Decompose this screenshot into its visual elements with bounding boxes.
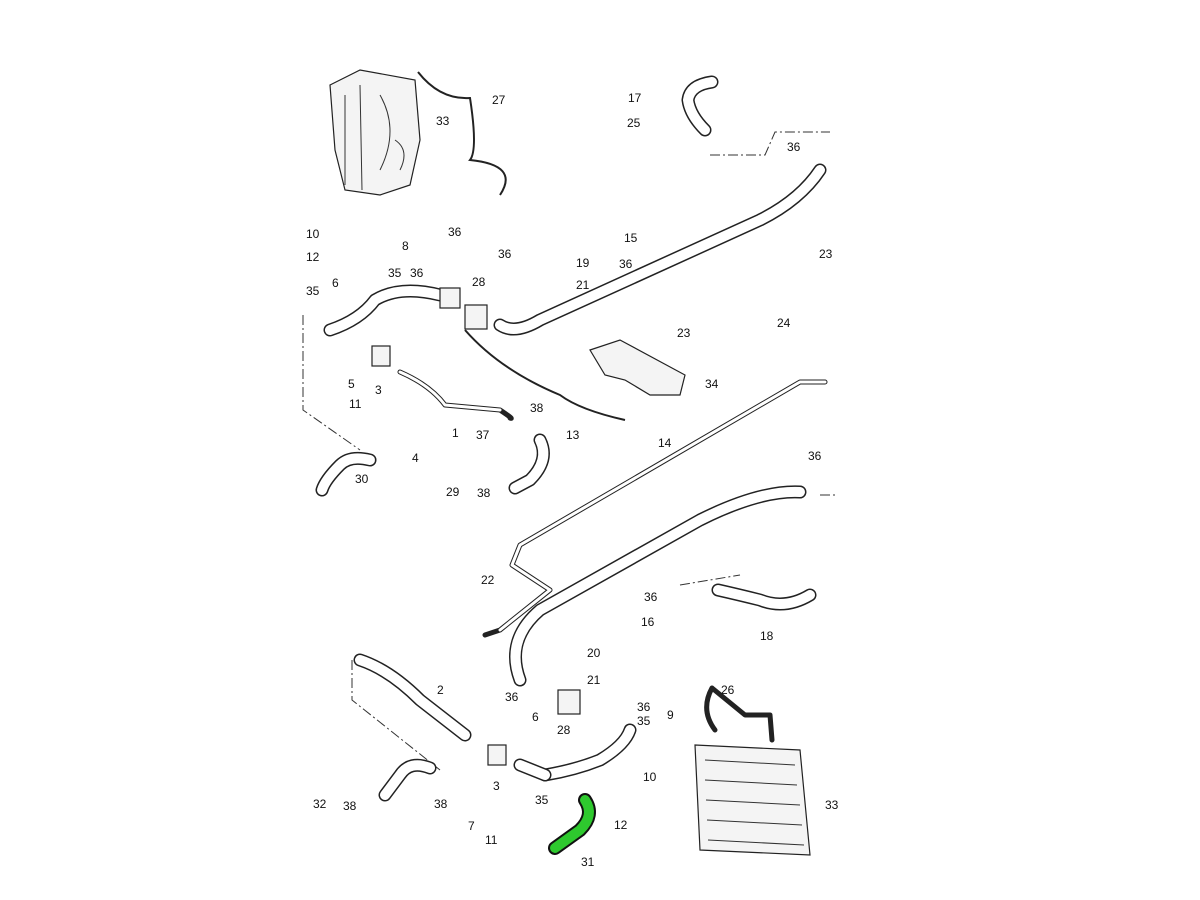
callout-21[interactable]: 21	[587, 673, 601, 687]
callout-23[interactable]: 23	[677, 326, 691, 340]
callout-36[interactable]: 36	[448, 225, 462, 239]
callout-27[interactable]: 27	[492, 93, 506, 107]
callout-30[interactable]: 30	[355, 472, 369, 486]
pipe-15	[493, 163, 827, 336]
callout-2[interactable]: 2	[437, 683, 444, 697]
callout-14[interactable]: 14	[658, 436, 672, 450]
callout-19[interactable]: 19	[576, 256, 590, 270]
callout-36[interactable]: 36	[505, 690, 519, 704]
callout-22[interactable]: 22	[481, 573, 495, 587]
callout-38[interactable]: 38	[477, 486, 491, 500]
callout-20[interactable]: 20	[587, 646, 601, 660]
callout-11[interactable]: 11	[485, 833, 498, 847]
callout-29[interactable]: 29	[446, 485, 460, 499]
callout-33[interactable]: 33	[825, 798, 839, 812]
coolant-unit-top	[329, 69, 507, 196]
callout-8[interactable]: 8	[402, 239, 409, 253]
callout-38[interactable]: 38	[343, 799, 357, 813]
callout-24[interactable]: 24	[777, 316, 791, 330]
callout-28[interactable]: 28	[557, 723, 571, 737]
callout-38[interactable]: 38	[530, 401, 544, 415]
radiator-33	[694, 744, 811, 856]
callout-36[interactable]: 36	[644, 590, 658, 604]
callout-17[interactable]: 17	[628, 91, 642, 105]
callout-10[interactable]: 10	[306, 227, 320, 241]
callout-7[interactable]: 7	[468, 819, 475, 833]
callout-35[interactable]: 35	[388, 266, 402, 280]
callout-3[interactable]: 3	[493, 779, 500, 793]
callout-34[interactable]: 34	[705, 377, 719, 391]
callout-9[interactable]: 9	[667, 708, 674, 722]
callout-5[interactable]: 5	[348, 377, 355, 391]
callout-4[interactable]: 4	[412, 451, 419, 465]
callout-35[interactable]: 35	[535, 793, 549, 807]
hose-17	[681, 75, 719, 137]
callout-16[interactable]: 16	[641, 615, 655, 629]
callout-11[interactable]: 11	[349, 397, 362, 411]
callout-36[interactable]: 36	[808, 449, 822, 463]
callout-26[interactable]: 26	[721, 683, 735, 697]
callout-21[interactable]: 21	[576, 278, 590, 292]
callout-23[interactable]: 23	[819, 247, 833, 261]
callout-36[interactable]: 36	[619, 257, 633, 271]
callout-15[interactable]: 15	[624, 231, 638, 245]
callout-3[interactable]: 3	[375, 383, 382, 397]
callout-33[interactable]: 33	[436, 114, 450, 128]
callout-35[interactable]: 35	[637, 714, 651, 728]
callout-13[interactable]: 13	[566, 428, 580, 442]
callout-31[interactable]: 31	[581, 855, 595, 869]
callout-37[interactable]: 37	[476, 428, 490, 442]
callout-12[interactable]: 12	[306, 250, 320, 264]
callout-36[interactable]: 36	[498, 247, 512, 261]
callout-36[interactable]: 36	[787, 140, 801, 154]
callout-38[interactable]: 38	[434, 797, 448, 811]
callout-6[interactable]: 6	[532, 710, 539, 724]
callout-25[interactable]: 25	[627, 116, 641, 130]
callout-32[interactable]: 32	[313, 797, 327, 811]
hose-8	[323, 284, 488, 367]
callout-12[interactable]: 12	[614, 818, 628, 832]
heat-shield-34	[589, 339, 686, 396]
callout-36[interactable]: 36	[410, 266, 424, 280]
callout-18[interactable]: 18	[760, 629, 774, 643]
callout-1[interactable]: 1	[452, 426, 459, 440]
callout-10[interactable]: 10	[643, 770, 657, 784]
hose-31-highlighted	[548, 793, 596, 855]
callout-6[interactable]: 6	[332, 276, 339, 290]
callout-28[interactable]: 28	[472, 275, 486, 289]
callout-36[interactable]: 36	[637, 700, 651, 714]
callout-35[interactable]: 35	[306, 284, 320, 298]
